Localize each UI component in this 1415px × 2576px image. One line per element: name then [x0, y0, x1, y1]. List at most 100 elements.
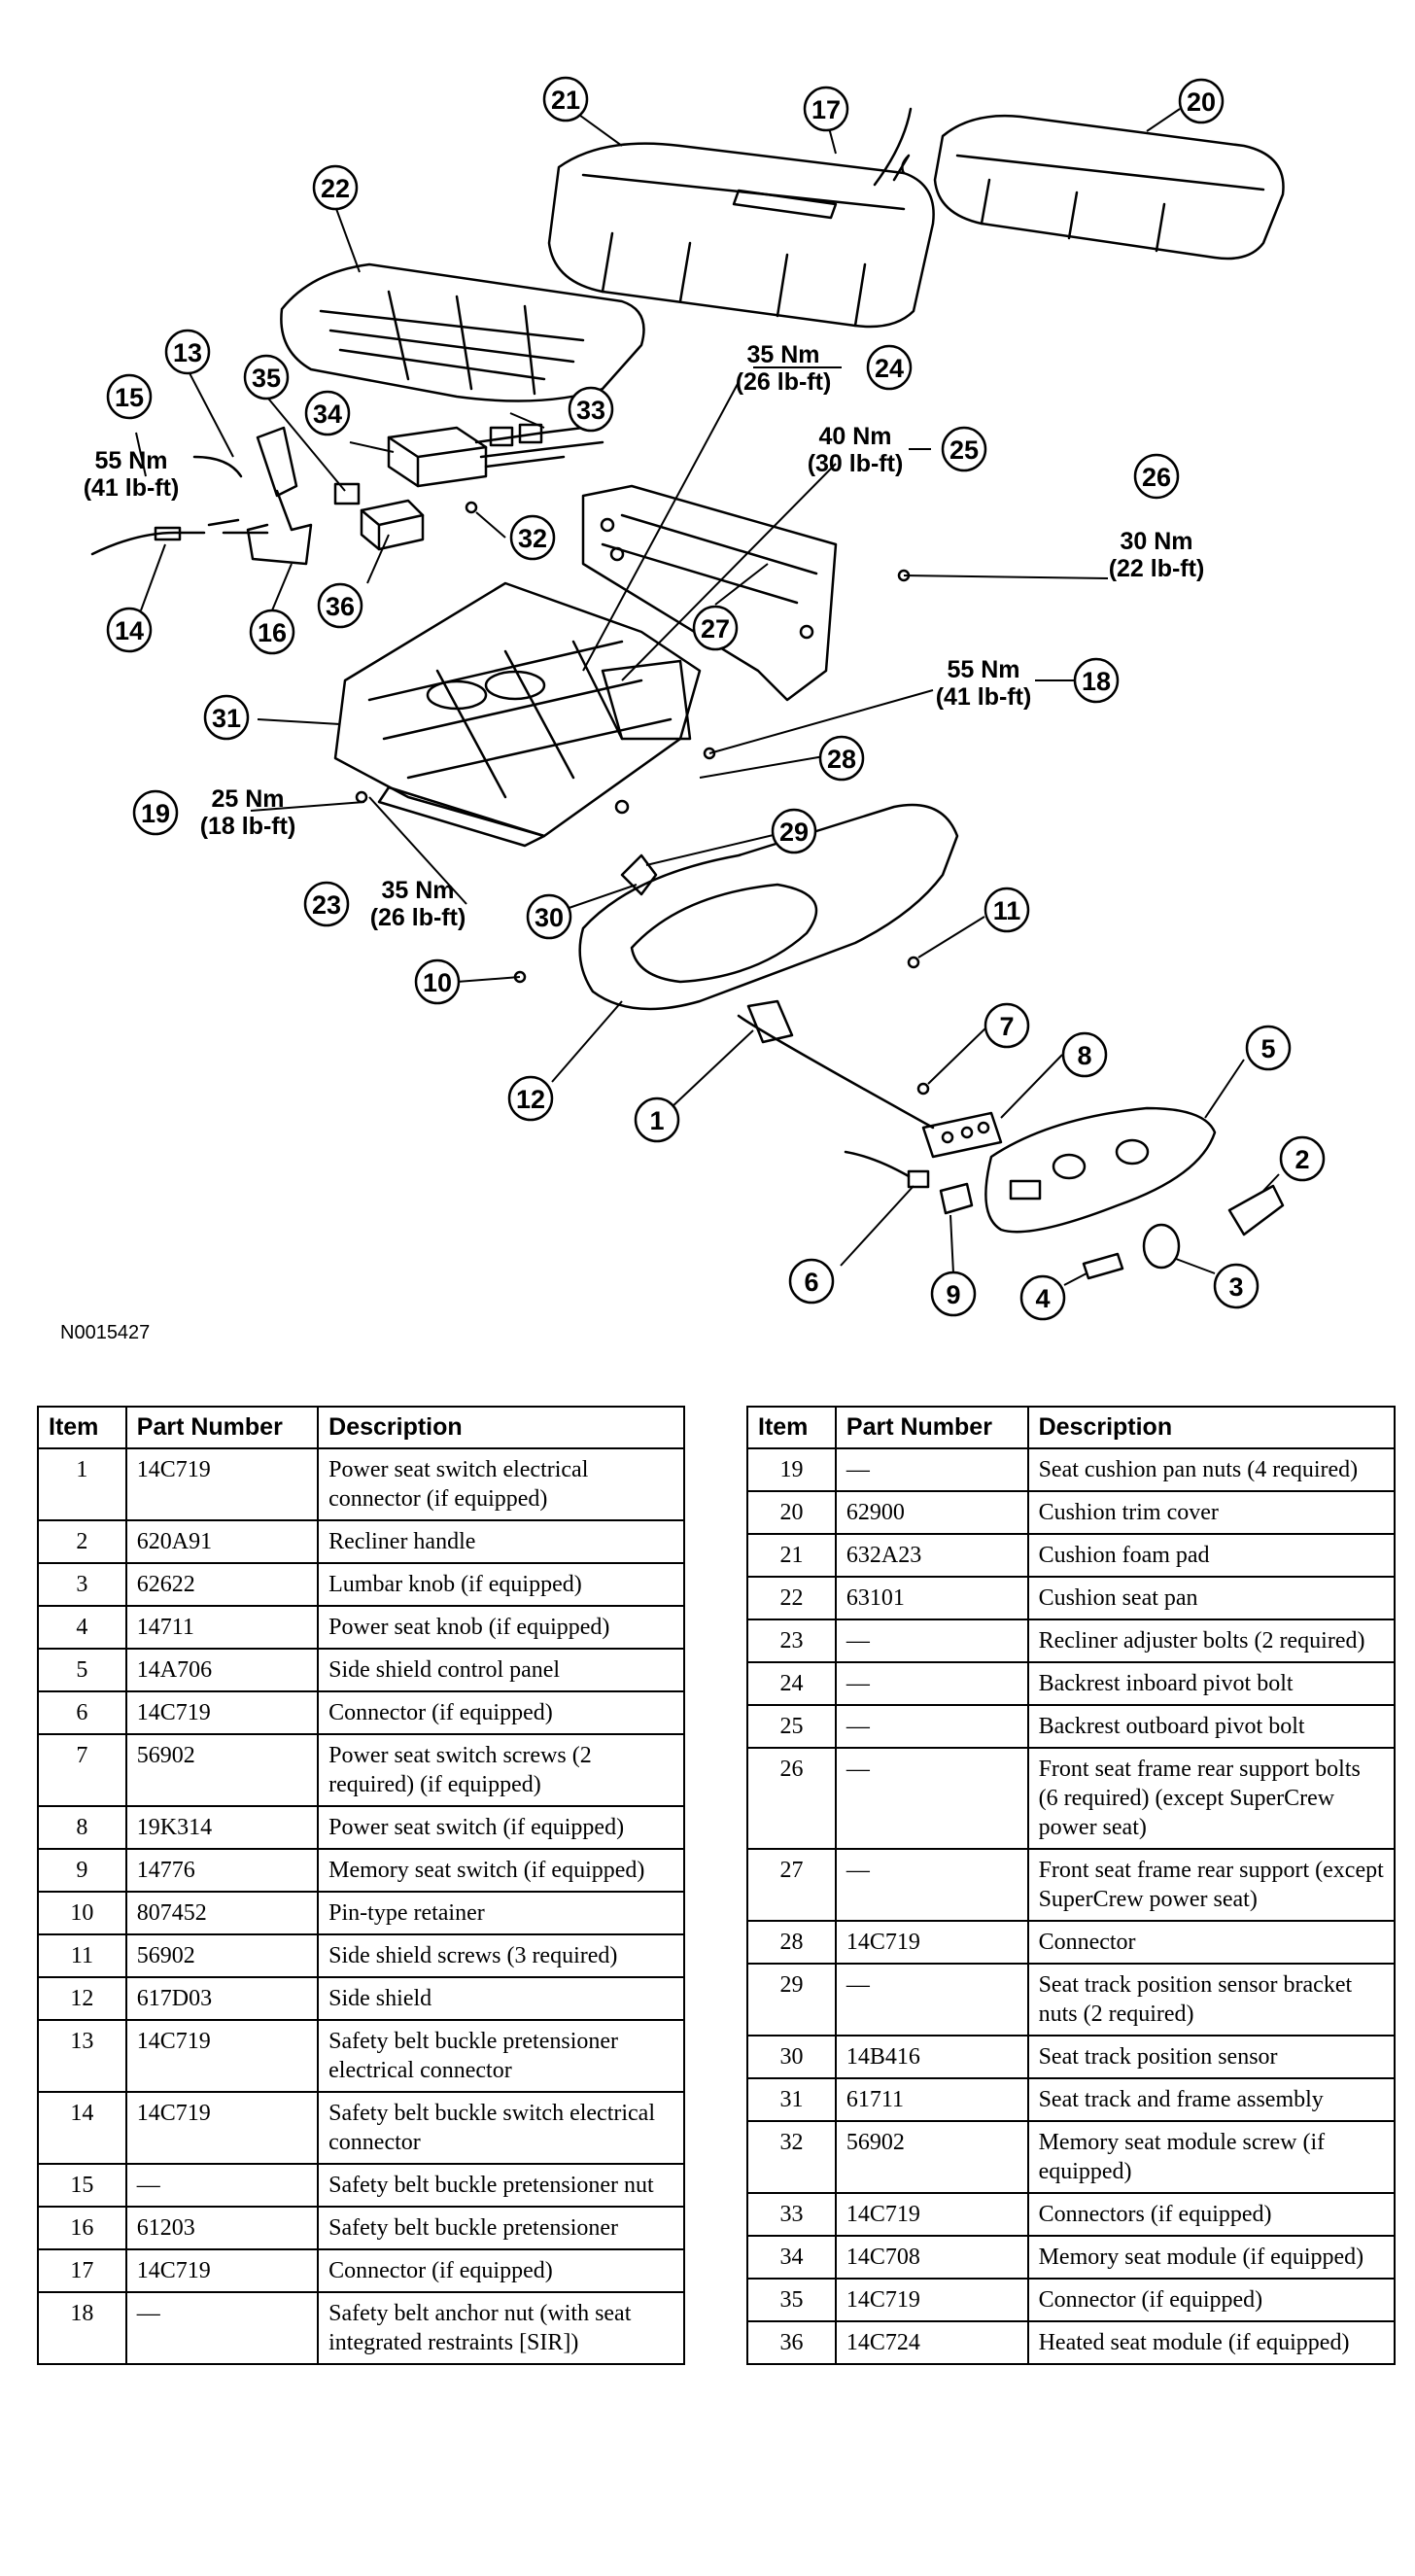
row-item: 14 [37, 2091, 127, 2165]
row-description: Cushion foam pad [1026, 1533, 1397, 1578]
callout-30: 30 [535, 903, 564, 932]
row-description: Memory seat module screw (if equipped) [1026, 2120, 1397, 2194]
row-description: Connectors (if equipped) [1026, 2192, 1397, 2237]
row-description: Power seat switch electrical connector (… [317, 1447, 685, 1521]
connector-17-wire [892, 154, 911, 182]
row-part-number: 62900 [834, 1490, 1029, 1535]
row-item: 9 [37, 1848, 127, 1893]
callout-circle-23 [303, 881, 350, 927]
row-item: 13 [37, 2019, 127, 2093]
row-description: Safety belt buckle pretensioner [317, 2206, 685, 2250]
row-description: Side shield [317, 1976, 685, 2021]
callout-circle-33 [568, 386, 614, 433]
cushion-pan-nut [355, 790, 368, 804]
row-description: Safety belt buckle pretensioner electric… [317, 2019, 685, 2093]
header-item: Item [37, 1406, 127, 1449]
callout-28: 28 [827, 745, 856, 774]
row-item: 10 [37, 1891, 127, 1935]
figure-id: N0015427 [60, 1322, 151, 1343]
torque-18-nm: 55 Nm [947, 656, 1019, 683]
callout-27: 27 [701, 614, 730, 644]
callout-circle-17 [803, 86, 849, 132]
safety-belt-buckle-pretensioner [207, 426, 313, 566]
row-description: Power seat switch (if equipped) [317, 1805, 685, 1850]
callout-circle-7 [984, 1002, 1030, 1049]
connectors-33 [474, 423, 604, 469]
callout-17: 17 [811, 95, 841, 124]
row-part-number: 14776 [124, 1848, 320, 1893]
row-item: 6 [37, 1690, 127, 1735]
callout-circle-18 [1073, 657, 1120, 704]
callout-circle-13 [164, 329, 211, 375]
row-item: 22 [746, 1576, 837, 1620]
exploded-seat-diagram: 1 2 3 4 5 6 7 8 9 10 11 12 13 14 15 16 1… [84, 76, 1326, 1321]
row-part-number: 63101 [834, 1576, 1029, 1620]
row-description: Front seat frame rear support (except Su… [1026, 1848, 1397, 1922]
safety-belt-anchor-nut [703, 747, 716, 760]
row-item: 33 [746, 2192, 837, 2237]
callout-22: 22 [321, 174, 350, 203]
power-switch-connector-1 [746, 999, 794, 1044]
row-part-number: 14C719 [124, 2248, 320, 2293]
header-description: Description [317, 1406, 685, 1449]
memory-seat-switch [939, 1182, 974, 1215]
callout-35: 35 [252, 364, 281, 393]
callout-circle-2 [1279, 1135, 1326, 1182]
row-part-number: 56902 [124, 1933, 320, 1978]
row-part-number: 14711 [124, 1605, 320, 1650]
row-part-number: 56902 [124, 1733, 320, 1807]
connector-6-wire [844, 1150, 911, 1178]
row-item: 17 [37, 2248, 127, 2293]
callout-circle-27 [692, 605, 739, 651]
row-item: 28 [746, 1920, 837, 1965]
header-part-number: Part Number [834, 1406, 1029, 1449]
row-item: 29 [746, 1963, 837, 2036]
row-part-number: — [834, 1963, 1029, 2036]
row-description: Front seat frame rear support bolts (6 r… [1026, 1747, 1397, 1850]
callout-circle-36 [317, 582, 363, 629]
callout-32: 32 [518, 524, 547, 553]
row-item: 23 [746, 1619, 837, 1663]
callout-circle-34 [304, 390, 351, 436]
callout-circle-5 [1245, 1025, 1292, 1071]
callout-2: 2 [1294, 1145, 1309, 1174]
row-part-number: 14C719 [124, 2091, 320, 2165]
seat-track-frame [333, 581, 702, 848]
callout-circle-20 [1178, 78, 1225, 124]
row-description: Backrest inboard pivot bolt [1026, 1661, 1397, 1706]
parts-table-right: Item Part Number Description 19—Seat cus… [746, 1406, 1397, 2365]
row-description: Seat track position sensor bracket nuts … [1026, 1963, 1397, 2036]
callout-34: 34 [313, 400, 342, 429]
side-shield-control-panel [984, 1106, 1217, 1234]
callout-circle-24 [866, 344, 913, 391]
row-description: Recliner adjuster bolts (2 required) [1026, 1619, 1397, 1663]
recliner-handle [1227, 1184, 1285, 1236]
row-description: Power seat switch screws (2 required) (i… [317, 1733, 685, 1807]
table-row: 27—Front seat frame rear support (except… [746, 1848, 1397, 1922]
row-description: Lumbar knob (if equipped) [317, 1562, 685, 1607]
row-item: 4 [37, 1605, 127, 1650]
callout-8: 8 [1077, 1041, 1091, 1070]
recliner-adjuster-bolt [614, 799, 630, 815]
side-shield [578, 803, 959, 1011]
callout-6: 6 [804, 1268, 818, 1297]
callout-circle-35 [243, 354, 290, 400]
callout-circle-8 [1061, 1031, 1108, 1078]
torque-23-nm: 35 Nm [381, 877, 454, 904]
header-description: Description [1026, 1406, 1397, 1449]
